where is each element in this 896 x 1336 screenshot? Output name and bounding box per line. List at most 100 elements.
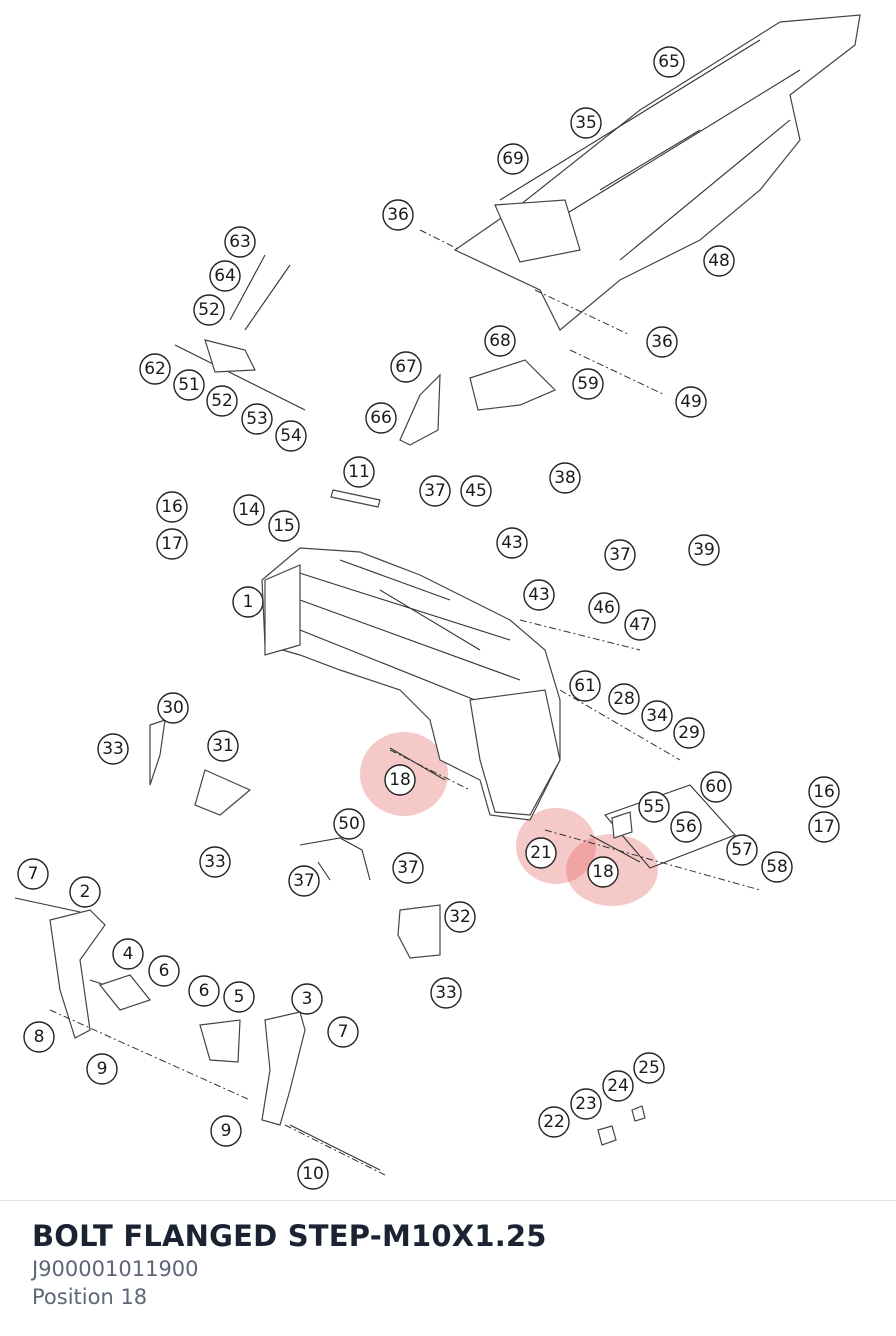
svg-text:5: 5: [234, 987, 245, 1007]
callout-18-selected[interactable]: 18: [384, 764, 416, 796]
callout-33[interactable]: 33: [199, 846, 231, 878]
callout-57[interactable]: 57: [726, 834, 758, 866]
callout-48[interactable]: 48: [703, 245, 735, 277]
callout-2[interactable]: 2: [69, 876, 101, 908]
callout-7[interactable]: 7: [17, 858, 49, 890]
svg-text:49: 49: [680, 392, 702, 412]
callout-17[interactable]: 17: [156, 528, 188, 560]
callout-36[interactable]: 36: [382, 199, 414, 231]
callout-9[interactable]: 9: [210, 1115, 242, 1147]
subframe-bolt-axes: [419, 229, 666, 396]
bushing-55: [611, 811, 633, 839]
callout-52[interactable]: 52: [193, 294, 225, 326]
callout-58[interactable]: 58: [761, 851, 793, 883]
callout-62[interactable]: 62: [139, 353, 171, 385]
callout-64[interactable]: 64: [209, 260, 241, 292]
svg-text:36: 36: [387, 205, 409, 225]
callout-60[interactable]: 60: [700, 771, 732, 803]
callout-3[interactable]: 3: [291, 983, 323, 1015]
callout-33[interactable]: 33: [97, 733, 129, 765]
callout-55[interactable]: 55: [638, 791, 670, 823]
callout-46[interactable]: 46: [588, 592, 620, 624]
callout-37[interactable]: 37: [419, 475, 451, 507]
bracket-66: [399, 373, 441, 446]
svg-text:51: 51: [178, 375, 200, 395]
callout-33[interactable]: 33: [430, 977, 462, 1009]
steering-head: [264, 564, 301, 656]
callout-49[interactable]: 49: [675, 386, 707, 418]
callout-37[interactable]: 37: [392, 852, 424, 884]
callout-31[interactable]: 31: [207, 730, 239, 762]
svg-text:43: 43: [501, 533, 523, 553]
svg-text:1: 1: [243, 592, 254, 612]
guard-68: [469, 359, 557, 411]
bracket-51: [204, 339, 256, 373]
svg-text:36: 36: [651, 332, 673, 352]
callout-59[interactable]: 59: [572, 368, 604, 400]
callout-29[interactable]: 29: [673, 717, 705, 749]
callout-45[interactable]: 45: [460, 475, 492, 507]
part-position: Position 18: [32, 1285, 148, 1309]
cover-31: [194, 769, 252, 816]
callout-28[interactable]: 28: [608, 683, 640, 715]
callout-52[interactable]: 52: [206, 385, 238, 417]
svg-text:35: 35: [575, 113, 597, 133]
callout-18-selected[interactable]: 18: [587, 856, 619, 888]
callout-6[interactable]: 6: [148, 955, 180, 987]
callout-50[interactable]: 50: [333, 808, 365, 840]
callout-47[interactable]: 47: [624, 609, 656, 641]
callout-23[interactable]: 23: [570, 1088, 602, 1120]
callout-22[interactable]: 22: [538, 1106, 570, 1138]
callout-35[interactable]: 35: [570, 107, 602, 139]
callout-15[interactable]: 15: [268, 510, 300, 542]
callout-9[interactable]: 9: [86, 1053, 118, 1085]
callout-43[interactable]: 43: [496, 527, 528, 559]
callout-17[interactable]: 17: [808, 811, 840, 843]
callout-54[interactable]: 54: [275, 420, 307, 452]
callout-39[interactable]: 39: [688, 534, 720, 566]
callout-65[interactable]: 65: [653, 46, 685, 78]
callout-30[interactable]: 30: [157, 692, 189, 724]
callout-16[interactable]: 16: [808, 776, 840, 808]
svg-text:67: 67: [395, 357, 417, 377]
callout-21[interactable]: 21: [525, 837, 557, 869]
svg-text:47: 47: [629, 615, 651, 635]
svg-text:52: 52: [211, 391, 233, 411]
callout-36[interactable]: 36: [646, 326, 678, 358]
callout-37[interactable]: 37: [288, 865, 320, 897]
svg-text:7: 7: [338, 1022, 349, 1042]
callout-63[interactable]: 63: [224, 226, 256, 258]
svg-text:8: 8: [34, 1027, 45, 1047]
callout-4[interactable]: 4: [112, 938, 144, 970]
callout-56[interactable]: 56: [670, 811, 702, 843]
callout-34[interactable]: 34: [641, 700, 673, 732]
svg-text:4: 4: [123, 944, 134, 964]
callout-7[interactable]: 7: [327, 1016, 359, 1048]
callout-24[interactable]: 24: [602, 1070, 634, 1102]
callout-8[interactable]: 8: [23, 1021, 55, 1053]
callout-68[interactable]: 68: [484, 325, 516, 357]
callout-38[interactable]: 38: [549, 462, 581, 494]
callout-32[interactable]: 32: [444, 901, 476, 933]
callout-67[interactable]: 67: [390, 351, 422, 383]
callout-61[interactable]: 61: [569, 670, 601, 702]
callout-69[interactable]: 69: [497, 143, 529, 175]
svg-text:56: 56: [675, 817, 697, 837]
callout-43[interactable]: 43: [523, 579, 555, 611]
callout-6[interactable]: 6: [188, 975, 220, 1007]
swingarm-plate: [469, 689, 561, 816]
callout-53[interactable]: 53: [241, 403, 273, 435]
callout-14[interactable]: 14: [233, 494, 265, 526]
callout-25[interactable]: 25: [633, 1052, 665, 1084]
callout-37[interactable]: 37: [604, 539, 636, 571]
callout-11[interactable]: 11: [343, 456, 375, 488]
svg-text:53: 53: [246, 409, 268, 429]
callout-16[interactable]: 16: [156, 491, 188, 523]
callout-1[interactable]: 1: [232, 586, 264, 618]
svg-text:32: 32: [449, 907, 471, 927]
callout-51[interactable]: 51: [173, 369, 205, 401]
svg-text:10: 10: [302, 1164, 324, 1184]
callout-5[interactable]: 5: [223, 981, 255, 1013]
callout-10[interactable]: 10: [297, 1158, 329, 1190]
callout-66[interactable]: 66: [365, 402, 397, 434]
